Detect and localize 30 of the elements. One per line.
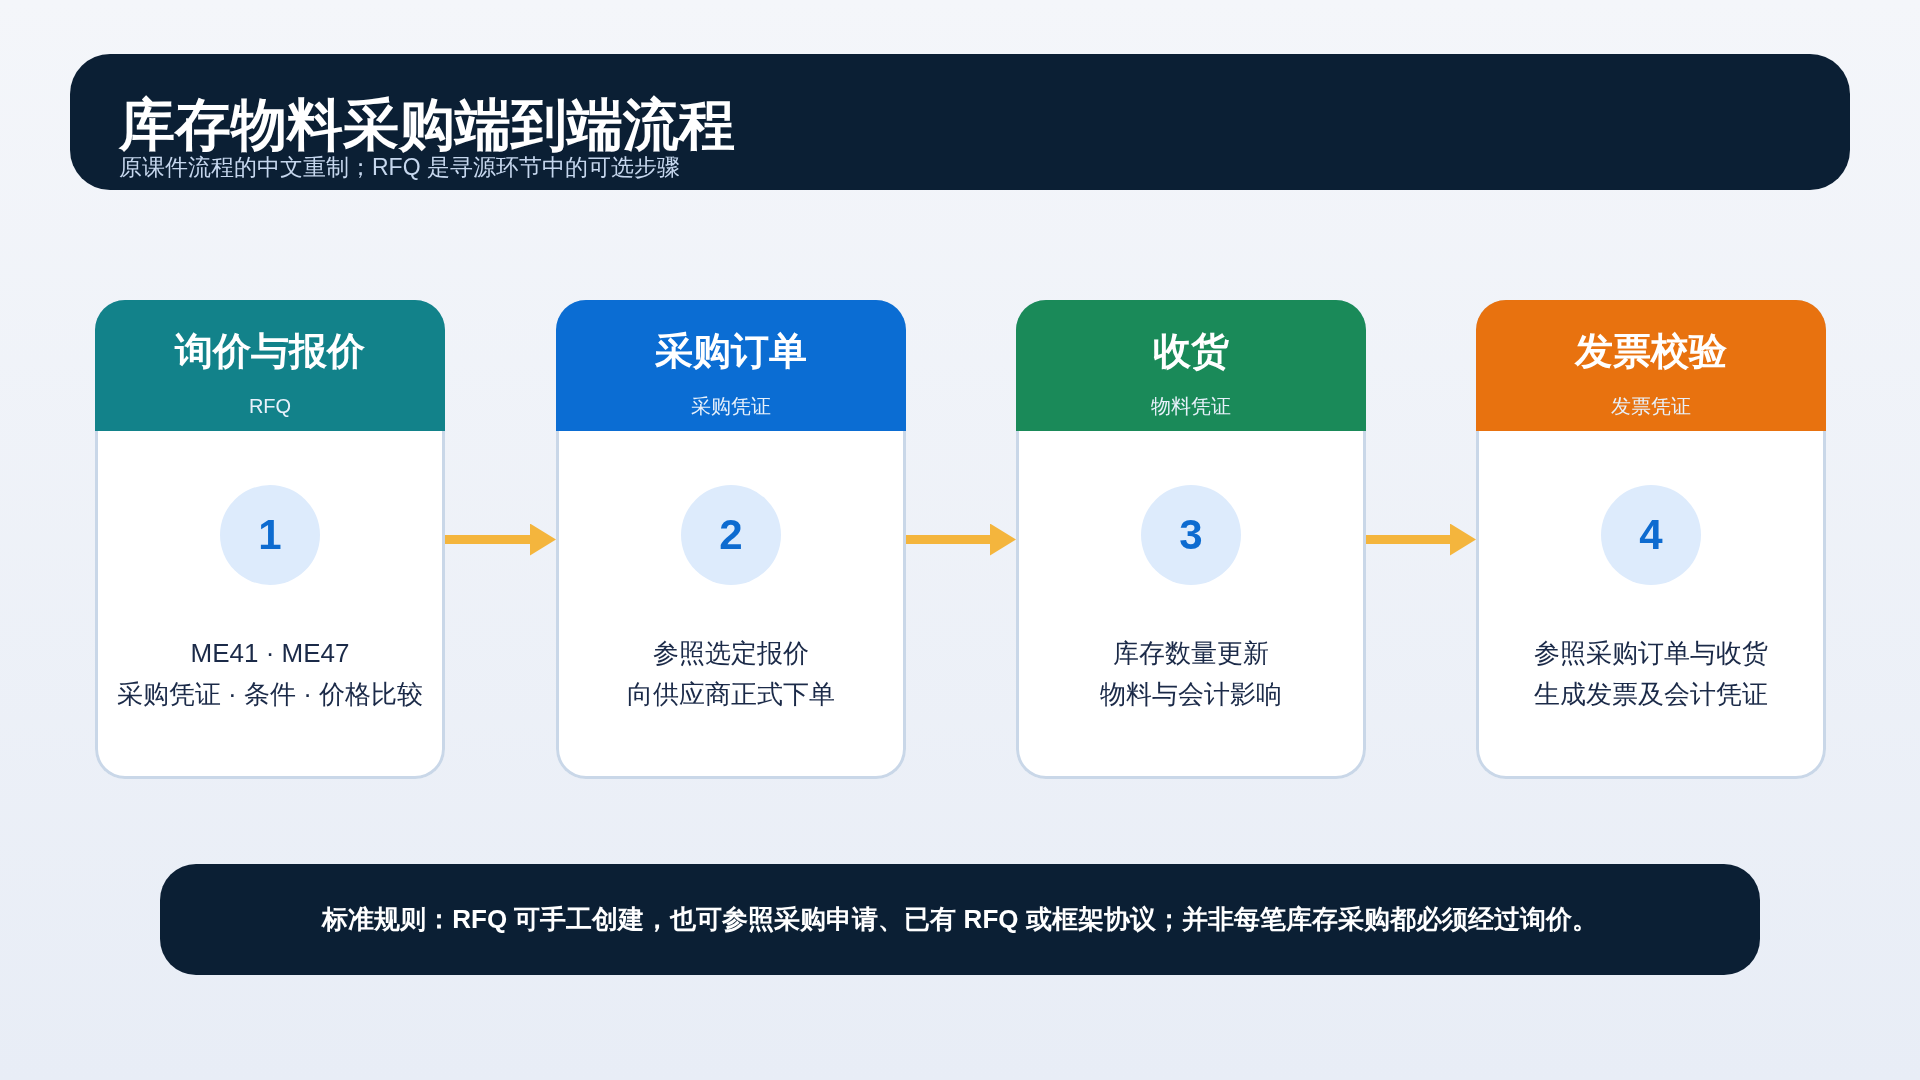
step-card <box>1476 300 1826 779</box>
arrow <box>906 523 1016 556</box>
arrow <box>1366 523 1476 556</box>
page-title: 库存物料采购端到端流程 <box>119 96 735 154</box>
step-subtitle: 物料凭证 <box>1151 394 1231 419</box>
step-description: 采购凭证 · 条件 · 价格比较 <box>116 678 424 711</box>
step-description: 参照选定报价 <box>653 637 809 670</box>
step-card <box>1016 300 1366 779</box>
note-banner: 标准规则：RFQ 可手工创建，也可参照采购申请、已有 RFQ 或框架协议；并非每笔库存采购都必须经过询价。 <box>160 864 1760 975</box>
page-subtitle: 原课件流程的中文重制；RFQ 是寻源环节中的可选步骤 <box>119 153 680 181</box>
step-description: 向供应商正式下单 <box>627 678 835 711</box>
step-card <box>95 300 445 779</box>
step-description: 生成发票及会计凭证 <box>1534 678 1768 711</box>
arrow <box>445 523 556 556</box>
step-subtitle: 采购凭证 <box>691 394 771 419</box>
step-number-badge: 1 <box>220 485 320 585</box>
step-title: 收货 <box>1153 329 1229 373</box>
step-description: 物料与会计影响 <box>1100 678 1282 711</box>
step-description: ME41 · ME47 <box>190 637 350 670</box>
step-description: 库存数量更新 <box>1113 637 1269 670</box>
step-title: 采购订单 <box>655 329 807 373</box>
step-title: 发票校验 <box>1575 329 1727 373</box>
step-number-badge: 2 <box>681 485 781 585</box>
step-title: 询价与报价 <box>175 329 365 373</box>
step-subtitle: 发票凭证 <box>1611 394 1691 419</box>
step-number-badge: 4 <box>1601 485 1701 585</box>
step-card <box>556 300 906 779</box>
step-subtitle: RFQ <box>248 394 292 419</box>
step-number-badge: 3 <box>1141 485 1241 585</box>
step-description: 参照采购订单与收货 <box>1534 637 1768 670</box>
